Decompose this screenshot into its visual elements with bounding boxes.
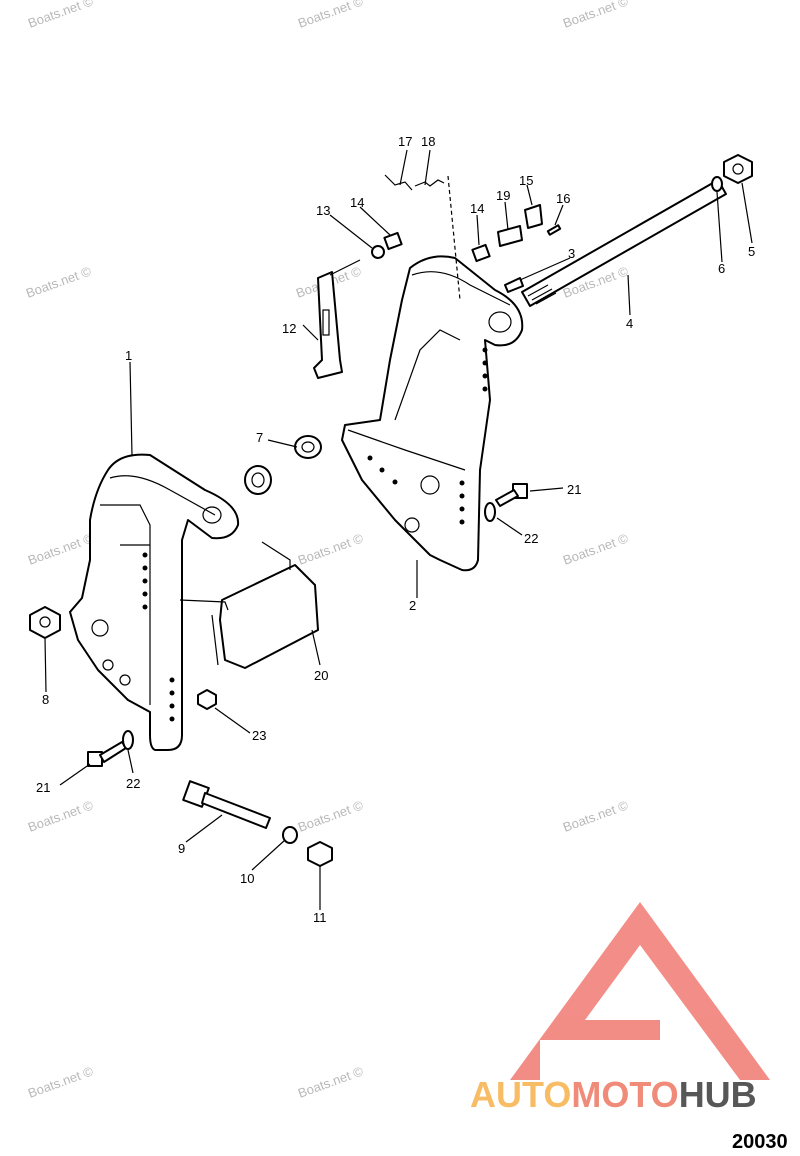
part-15-latch	[524, 204, 543, 229]
part-12-tilt-lock-rod	[313, 259, 361, 379]
small-hardware	[371, 174, 562, 301]
watermark-text: Boats.net ©	[296, 530, 366, 568]
part-13-nut	[371, 245, 385, 259]
part-2-clamp-bracket	[341, 255, 524, 572]
watermark-text: Boats.net ©	[26, 1063, 96, 1101]
watermark-text: Boats.net ©	[296, 797, 366, 835]
part-9-bolt	[182, 780, 271, 829]
watermark-text: Boats.net ©	[296, 1063, 366, 1101]
part-5-nut	[723, 154, 753, 184]
part-4-tilt-tube	[521, 179, 727, 307]
callout-15: 15	[519, 173, 533, 188]
callout-5: 5	[748, 244, 755, 259]
watermark-text: Boats.net ©	[26, 797, 96, 835]
logo-text-moto: MOTO	[571, 1074, 678, 1115]
part-3-bolt	[504, 277, 524, 293]
part-14-clip-left	[383, 231, 403, 251]
watermark-text: Boats.net ©	[561, 0, 631, 31]
part-17-spring	[384, 174, 413, 191]
callout-19: 19	[496, 188, 510, 203]
callout-7: 7	[256, 430, 263, 445]
part-21-bolt-right	[495, 483, 528, 507]
part-20-plate	[179, 541, 319, 669]
callout-23: 23	[252, 728, 266, 743]
callout-12: 12	[282, 321, 296, 336]
automotohub-logo: AUTOMOTOHUB	[470, 902, 770, 1115]
callout-20: 20	[314, 668, 328, 683]
svg-text:AUTOMOTOHUB: AUTOMOTOHUB	[470, 1074, 757, 1115]
part-22-washer-right	[484, 502, 496, 522]
part-8-locknut	[29, 606, 61, 639]
callout-14-left: 14	[350, 195, 364, 210]
callout-8: 8	[42, 692, 49, 707]
callout-3: 3	[568, 246, 575, 261]
callout-18: 18	[421, 134, 435, 149]
callout-11: 11	[313, 910, 327, 925]
part-19-lever	[497, 225, 523, 247]
callout-21-left: 21	[36, 780, 50, 795]
part-23-nut	[197, 689, 217, 710]
part-22-washer-left	[122, 730, 134, 750]
watermark-text: Boats.net ©	[26, 530, 96, 568]
watermark-text: Boats.net ©	[561, 530, 631, 568]
part-1-clamp-bracket	[69, 453, 240, 751]
drawing-number: 20030	[732, 1131, 788, 1153]
callouts: 1 2 3 4 5 6 7 8 9 10 11 12 13 14 14 15 1…	[36, 134, 755, 925]
watermark-text: Boats.net ©	[561, 797, 631, 835]
leader-lines	[44, 149, 753, 910]
part-11-nut	[307, 841, 333, 867]
callout-9: 9	[178, 841, 185, 856]
part-16-pin	[546, 224, 562, 236]
callout-4: 4	[626, 316, 633, 331]
callout-14-right: 14	[470, 201, 484, 216]
part-21-bolt-left	[87, 741, 127, 767]
logo-triangle-icon	[510, 902, 770, 1080]
part-10-washer	[282, 826, 298, 844]
part-14-clip-right	[471, 243, 491, 263]
part-7-washers	[244, 435, 322, 495]
callout-6: 6	[718, 261, 725, 276]
watermark-text: Boats.net ©	[24, 263, 94, 301]
callout-1: 1	[125, 348, 132, 363]
callout-13: 13	[316, 203, 330, 218]
callout-2: 2	[409, 598, 416, 613]
callout-16: 16	[556, 191, 570, 206]
callout-22-left: 22	[126, 776, 140, 791]
watermark-text: Boats.net ©	[296, 0, 366, 31]
callout-22-right: 22	[524, 531, 538, 546]
watermark-text: Boats.net ©	[26, 0, 96, 31]
callout-21-right: 21	[567, 482, 581, 497]
part-18-spring	[414, 179, 445, 187]
callout-10: 10	[240, 871, 254, 886]
logo-text-auto: AUTO	[470, 1074, 571, 1115]
callout-17: 17	[398, 134, 412, 149]
fasteners	[29, 483, 528, 867]
logo-text-hub: HUB	[679, 1074, 757, 1115]
part-6-washer	[711, 176, 723, 192]
